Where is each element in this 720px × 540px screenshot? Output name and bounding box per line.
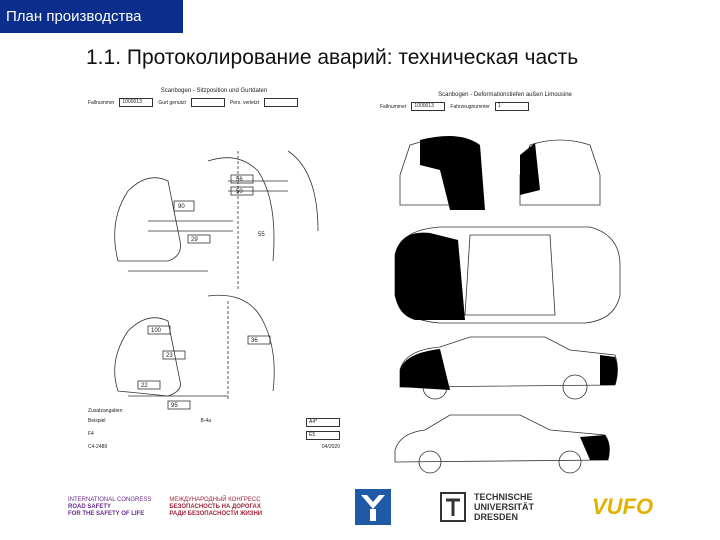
- tu-line: UNIVERSITÄT: [474, 502, 535, 512]
- box-value: A4*: [305, 418, 340, 427]
- y-emblem-logo: [355, 488, 393, 526]
- vufo-wordmark: VUFO: [592, 494, 654, 519]
- date-label: 04/2020: [321, 444, 340, 450]
- measure-label: 56: [236, 177, 243, 183]
- car-side-view-left: [394, 414, 610, 463]
- measure-label: 95: [171, 403, 178, 409]
- field-value: 1000013: [411, 102, 446, 111]
- measure-label: 29: [191, 237, 198, 243]
- field-value: 1: [494, 102, 529, 111]
- section-tag: План производства: [0, 0, 183, 33]
- field-value: [190, 98, 225, 107]
- field-label: Fallnummer: [88, 99, 115, 106]
- y-emblem-icon: [355, 489, 391, 525]
- code-label: F4: [88, 431, 94, 437]
- rear-damage-area: [520, 143, 540, 195]
- example-label: Beispiel: [88, 418, 106, 424]
- extra-heading: Zusatzangaben: [88, 408, 123, 414]
- field-label: Fallnummer: [380, 103, 407, 110]
- rs-en-line: INTERNATIONAL CONGRESS: [68, 496, 152, 503]
- seat-position-diagram: 56 50 90 29 55 100 23 36 22 95: [114, 150, 319, 410]
- field-label: Gurt genutzt: [158, 99, 186, 106]
- tu-line: TECHNISCHE: [474, 492, 533, 502]
- example-value: B-4a: [200, 418, 212, 424]
- side2-damage: [580, 435, 610, 460]
- field-label: Pers. verletzt: [229, 99, 260, 106]
- field-label: Fahrzeugnummer: [450, 103, 490, 110]
- tu-emblem-icon: [440, 492, 466, 522]
- rs-ru-line: РАДИ БЕЗОПАСНОСТИ ЖИЗНИ: [169, 510, 263, 517]
- measure-label: 22: [141, 383, 148, 389]
- front-damage-area: [420, 136, 485, 210]
- tu-line: DRESDEN: [474, 512, 519, 522]
- side-damage-front: [400, 349, 450, 390]
- rs-en-line: ROAD SAFETY: [68, 503, 112, 510]
- measure-label: 90: [178, 204, 185, 210]
- measure-label: 36: [251, 338, 258, 344]
- road-safety-congress-logo: INTERNATIONAL CONGRESS ROAD SAFETY FOR T…: [68, 488, 310, 526]
- measure-label: 100: [151, 328, 162, 334]
- measure-label: 23: [166, 353, 173, 359]
- left-panel-heading: Scanbogen - Sitzposition und Gurtdaten: [160, 88, 268, 94]
- rs-ru-line: БЕЗОПАСНОСТЬ НА ДОРОГАХ: [169, 503, 261, 510]
- field-value: 1000013: [119, 98, 154, 107]
- left-fields: Fallnummer 1000013 Gurt genutzt Pers. ve…: [88, 98, 340, 107]
- slide-title: 1.1. Протоколирование аварий: техническа…: [86, 46, 579, 69]
- vufo-logo: VUFO: [592, 488, 664, 526]
- rs-ru-line: МЕЖДУНАРОДНЫЙ КОНГРЕСС: [169, 496, 261, 503]
- side-damage-rear: [600, 355, 618, 385]
- field-value: [264, 98, 299, 107]
- measure-label: 55: [258, 232, 265, 238]
- measure-label: 50: [236, 189, 243, 195]
- car-rear-view: [519, 139, 601, 206]
- tu-dresden-logo: TECHNISCHE UNIVERSITÄT DRESDEN: [440, 488, 550, 526]
- rs-en-line: FOR THE SAFETY OF LIFE: [68, 510, 145, 517]
- seat-position-form: Scanbogen - Sitzposition und Gurtdaten F…: [88, 88, 340, 460]
- car-diagrams: [394, 136, 621, 474]
- code-label: C4-2489: [88, 444, 108, 450]
- box-value: E5: [306, 431, 340, 440]
- extra-info: Zusatzangaben Beispiel B-4a A4* F4 E5 C4…: [88, 408, 340, 450]
- right-panel-heading: Scanbogen - Deformationstiefen außen Lim…: [438, 92, 572, 98]
- car-deformation-form: Scanbogen - Deformationstiefen außen Lim…: [380, 92, 630, 474]
- top-damage-area: [395, 232, 465, 320]
- right-fields: Fallnummer 1000013 Fahrzeugnummer 1: [380, 102, 630, 111]
